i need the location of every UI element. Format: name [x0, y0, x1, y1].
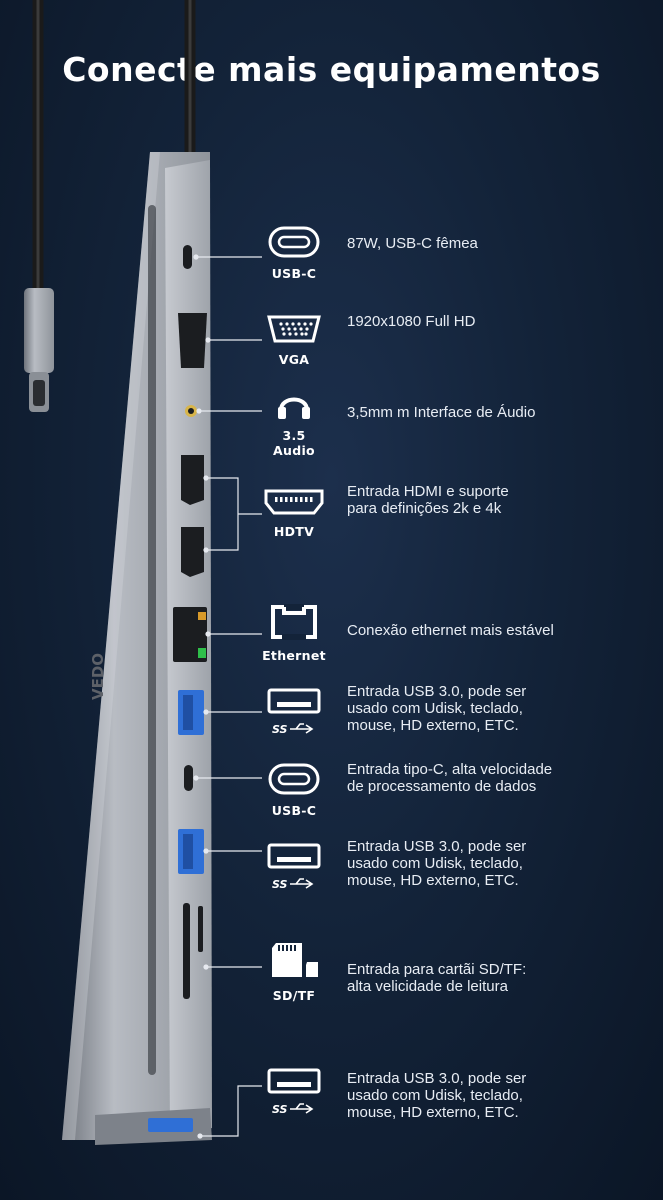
port-description: Entrada USB 3.0, pode ser usado com Udis… [347, 683, 527, 734]
usb-c-icon [268, 763, 320, 795]
port-label: Ethernet [262, 648, 326, 663]
port-label: HDTV [273, 524, 315, 539]
svg-text:SS: SS [272, 878, 288, 891]
usb-a-superspeed-icon: SS [267, 1068, 321, 1116]
port-description: Entrada USB 3.0, pode ser usado com Udis… [347, 1070, 527, 1121]
hdmi-icon [264, 489, 324, 515]
port-label: USB-C [271, 803, 317, 818]
port-description: Entrada para cartãi SD/TF: alta velicida… [347, 961, 527, 995]
sd-tf-card-icon [272, 943, 318, 977]
usb-c-icon [268, 226, 320, 258]
headphones-icon [278, 397, 310, 419]
port-audio: 3.5 Audio [262, 390, 326, 458]
usb-c-plug [24, 288, 54, 373]
page-title: Conecte mais equipamentos [62, 50, 601, 89]
port-label: SD/TF [272, 988, 316, 1003]
port-description: Entrada USB 3.0, pode ser usado com Udis… [347, 838, 527, 889]
vga-icon [267, 315, 321, 343]
port-label: 3.5 Audio [273, 428, 315, 458]
port-description: 3,5mm m Interface de Áudio [347, 404, 536, 421]
svg-text:SS: SS [272, 723, 288, 736]
port-description: 87W, USB-C fêmea [347, 235, 478, 252]
port-usb-a-2: SS [262, 843, 326, 897]
port-label: VGA [278, 352, 310, 367]
port-usb-a-3: SS [262, 1068, 326, 1122]
port-usb-c-power: USB-C [262, 226, 326, 281]
port-ethernet: Ethernet [262, 604, 326, 663]
usb-a-superspeed-icon: SS [267, 843, 321, 891]
port-sd-tf: SD/TF [262, 940, 326, 1003]
port-vga: VGA [262, 314, 326, 367]
port-usb-a-1: SS [262, 688, 326, 742]
port-description: Entrada HDMI e suporte para definições 2… [347, 483, 509, 517]
port-hdmi: HDTV [262, 488, 326, 539]
usb-a-superspeed-icon: SS [267, 688, 321, 736]
svg-text:SS: SS [272, 1103, 288, 1116]
port-label: USB-C [271, 266, 317, 281]
port-description: Conexão ethernet mais estável [347, 622, 554, 639]
port-description: 1920x1080 Full HD [347, 313, 476, 330]
ethernet-icon [271, 604, 317, 640]
port-description: Entrada tipo-C, alta velocidade de proce… [347, 761, 553, 795]
port-usb-c-data: USB-C [262, 763, 326, 818]
brand-logo: VEDO [89, 653, 107, 700]
